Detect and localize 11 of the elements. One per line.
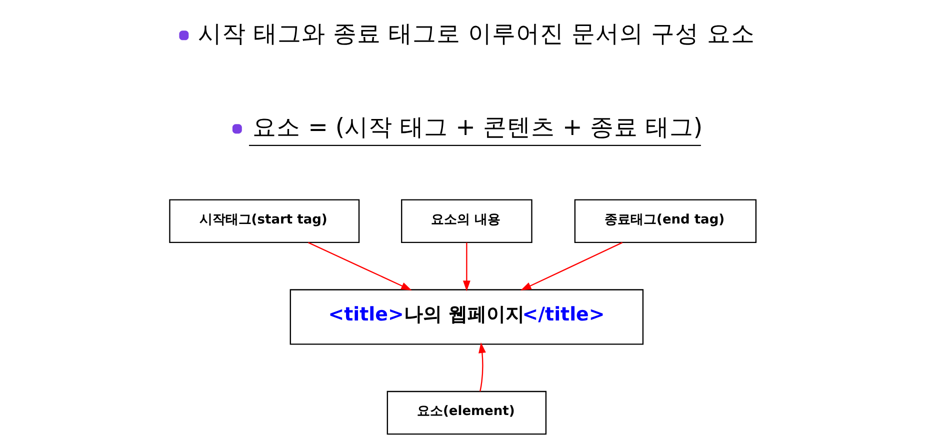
arrow [462, 242, 470, 292]
node-box: 시작태그(start tag) [169, 199, 360, 244]
node-box: 종료태그(end tag) [574, 199, 757, 244]
arrow [308, 242, 412, 290]
arrow [478, 342, 486, 392]
node-box: 요소의 내용 [401, 199, 532, 244]
node-box: <title>나의 웹페이지</title> [290, 289, 644, 345]
label: 시작 태그와 종료 태그로 이루어진 문서의 구성 요소 [198, 19, 755, 48]
node-box: 요소(element) [386, 390, 547, 435]
arrow [520, 242, 623, 290]
label: 요소 = (시작 태그 + 콘텐츠 + 종료 태그) [252, 112, 703, 141]
